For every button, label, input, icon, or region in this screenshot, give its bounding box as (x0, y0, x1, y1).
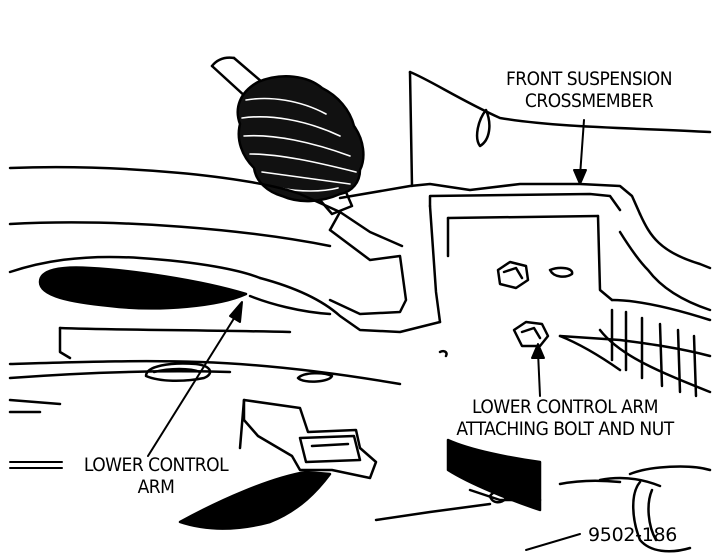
crossmember-leader (573, 119, 587, 185)
control-arm-leader (147, 301, 243, 457)
control-arm-label-line1: LOWER CONTROL (83, 454, 229, 476)
lower-bracket (374, 438, 542, 522)
cv-boot (236, 75, 365, 216)
bolt-nut-label-line2: ATTACHING BOLT AND NUT (456, 418, 674, 440)
crossmember-body (338, 182, 712, 398)
tire (558, 465, 712, 553)
crossmember-nut (496, 260, 574, 290)
crossmember-callout: FRONT SUSPENSION CROSSMEMBER (486, 68, 692, 112)
bolt-nut-leader (531, 343, 545, 397)
bolt-nut-callout: LOWER CONTROL ARM ATTACHING BOLT AND NUT (420, 396, 710, 440)
figure-number-leader (525, 533, 581, 551)
attaching-bolt-nut-drawing (438, 320, 550, 358)
figure-number: 9502-186 (588, 524, 678, 546)
dash-marks (9, 461, 63, 469)
frame-rail (8, 70, 712, 248)
crossmember-label-line2: CROSSMEMBER (524, 90, 654, 112)
control-arm-callout: LOWER CONTROL ARM (64, 454, 248, 498)
control-arm-label-line2: ARM (137, 476, 175, 498)
lower-control-arm-body (8, 210, 442, 530)
crossmember-label-line1: FRONT SUSPENSION (505, 68, 673, 90)
bolt-nut-label-line1: LOWER CONTROL ARM (472, 396, 659, 418)
